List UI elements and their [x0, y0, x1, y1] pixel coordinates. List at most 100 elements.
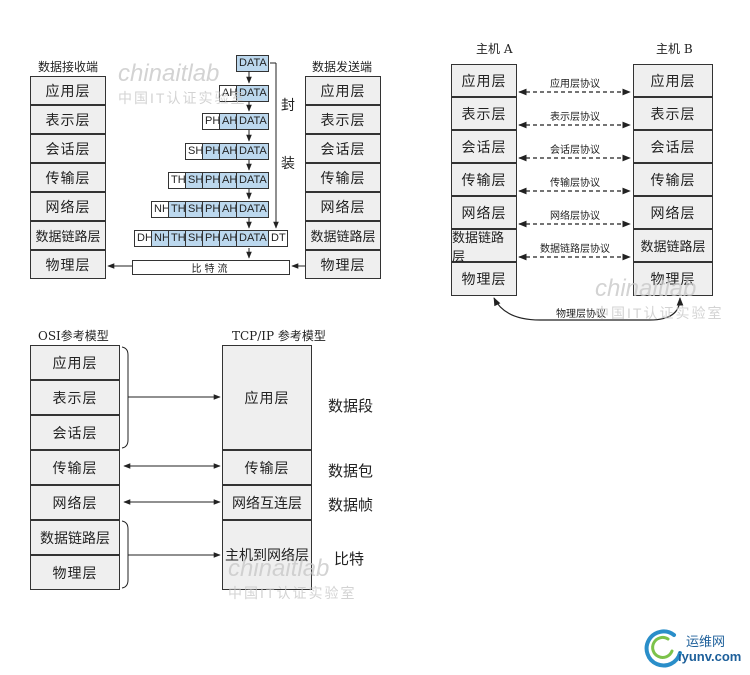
unit-segment: 数据段 — [328, 397, 374, 415]
encap-label-top: 封 — [281, 98, 295, 114]
pdu-row-session: PH AH DATA — [202, 113, 269, 130]
host-b-layer-session: 会话层 — [633, 130, 713, 163]
tcpip-layer-host-to-network: 主机到网络层 — [222, 520, 312, 590]
pdu-segment: AH — [219, 230, 237, 247]
pdu-row-physical: DH NH TH SH PH AH DATA DT — [134, 230, 288, 247]
protocol-label-application: 应用层协议 — [550, 79, 600, 90]
bitstream-bar: 比特流 — [132, 260, 290, 275]
tcpip-title: TCP/IP 参考模型 — [232, 329, 326, 343]
pdu-row-presentation: AH DATA — [219, 85, 269, 102]
protocol-label-transport: 传输层协议 — [550, 178, 600, 189]
host-b-layer-presentation: 表示层 — [633, 97, 713, 130]
receiver-layer-presentation: 表示层 — [30, 105, 106, 134]
unit-packet: 数据包 — [328, 462, 374, 480]
receiver-layer-network: 网络层 — [30, 192, 106, 221]
host-b-layer-network: 网络层 — [633, 196, 713, 229]
watermark-cn: 中国IT认证实验室 — [228, 585, 357, 601]
sender-layer-presentation: 表示层 — [305, 105, 381, 134]
host-b-title: 主机 B — [656, 42, 693, 56]
host-b-layer-transport: 传输层 — [633, 163, 713, 196]
pdu-segment: SH — [185, 201, 203, 218]
receiver-layer-datalink: 数据链路层 — [30, 221, 106, 250]
pdu-segment: DATA — [236, 85, 269, 102]
watermark-brand: chinaitlab — [118, 60, 220, 87]
host-a-layer-network: 网络层 — [451, 196, 517, 229]
sender-layer-session: 会话层 — [305, 134, 381, 163]
receiver-layer-physical: 物理层 — [30, 250, 106, 279]
unit-bit: 比特 — [334, 550, 365, 568]
sender-layer-network: 网络层 — [305, 192, 381, 221]
watermark-top-right: chinaitlab 中国IT认证实验室 — [595, 275, 723, 323]
tcpip-layer-application: 应用层 — [222, 345, 312, 450]
osi-layer-session: 会话层 — [30, 415, 120, 450]
pdu-row-datalink: NH TH SH PH AH DATA — [151, 201, 269, 218]
osi-title: OSI参考模型 — [38, 329, 109, 343]
pdu-segment: SH — [185, 230, 203, 247]
host-a-layer-session: 会话层 — [451, 130, 517, 163]
osi-layer-physical: 物理层 — [30, 555, 120, 590]
pdu-segment: NH — [151, 201, 170, 218]
pdu-segment: DATA — [236, 55, 269, 72]
pdu-row-application: DATA — [236, 55, 269, 72]
watermark-cn: 中国IT认证实验室 — [595, 305, 724, 321]
protocol-label-presentation: 表示层协议 — [550, 112, 600, 123]
watermark-cn: 中国IT认证实验室 — [118, 90, 247, 106]
host-b-layer-application: 应用层 — [633, 64, 713, 97]
host-b-layer-datalink: 数据链路层 — [633, 229, 713, 262]
host-a-layer-datalink: 数据链路层 — [451, 229, 517, 265]
receiver-layer-session: 会话层 — [30, 134, 106, 163]
pdu-segment: DATA — [236, 143, 269, 160]
sender-layer-datalink: 数据链路层 — [305, 221, 381, 250]
pdu-segment: AH — [219, 172, 237, 189]
logo-swirl-icon — [644, 629, 682, 668]
pdu-segment: TH — [168, 172, 186, 189]
sender-title: 数据发送端 — [312, 60, 373, 74]
watermark-bottom: chinaitlab 中国IT认证实验室 — [228, 555, 356, 603]
pdu-segment: TH — [168, 201, 186, 218]
receiver-layer-transport: 传输层 — [30, 163, 106, 192]
host-a-layer-transport: 传输层 — [451, 163, 517, 196]
pdu-segment: PH — [202, 201, 220, 218]
sender-layer-transport: 传输层 — [305, 163, 381, 192]
pdu-segment: PH — [202, 230, 220, 247]
watermark-brand: chinaitlab — [595, 275, 697, 302]
protocol-label-session: 会话层协议 — [550, 145, 600, 156]
pdu-segment: DATA — [236, 172, 269, 189]
pdu-segment: DT — [268, 230, 288, 247]
protocol-label-datalink: 数据链路层协议 — [540, 244, 610, 255]
host-a-layer-application: 应用层 — [451, 64, 517, 97]
host-a-layer-presentation: 表示层 — [451, 97, 517, 130]
tcpip-layer-transport: 传输层 — [222, 450, 312, 485]
host-a-title: 主机 A — [476, 42, 513, 56]
pdu-segment: PH — [202, 172, 220, 189]
site-logo[interactable]: 运维网 iyunv.com — [640, 625, 750, 675]
pdu-segment: SH — [185, 143, 203, 160]
pdu-segment: DATA — [236, 113, 269, 130]
receiver-title: 数据接收端 — [38, 60, 99, 74]
protocol-label-network: 网络层协议 — [550, 211, 600, 222]
watermark-brand: chinaitlab — [228, 555, 330, 582]
osi-layer-network: 网络层 — [30, 485, 120, 520]
pdu-segment: DATA — [236, 201, 269, 218]
osi-layer-datalink: 数据链路层 — [30, 520, 120, 555]
logo-domain: iyunv.com — [678, 649, 742, 664]
protocol-label-physical: 物理层协议 — [556, 309, 606, 320]
logo-cn: 运维网 — [686, 634, 726, 649]
osi-layer-transport: 传输层 — [30, 450, 120, 485]
unit-frame: 数据帧 — [328, 496, 374, 514]
receiver-layer-application: 应用层 — [30, 76, 106, 105]
osi-layer-application: 应用层 — [30, 345, 120, 380]
watermark-top-left: chinaitlab 中国IT认证实验室 — [118, 60, 246, 108]
pdu-row-network: TH SH PH AH DATA — [168, 172, 269, 189]
pdu-row-transport: SH PH AH DATA — [185, 143, 269, 160]
tcpip-layer-internet: 网络互连层 — [222, 485, 312, 520]
host-a-layer-physical: 物理层 — [451, 262, 517, 296]
host-b-layer-physical: 物理层 — [633, 262, 713, 296]
pdu-segment: AH — [219, 201, 237, 218]
encap-label-bottom: 装 — [281, 156, 295, 172]
osi-layer-presentation: 表示层 — [30, 380, 120, 415]
pdu-segment: PH — [202, 143, 220, 160]
pdu-segment: PH — [202, 113, 220, 130]
pdu-segment: AH — [219, 85, 237, 102]
